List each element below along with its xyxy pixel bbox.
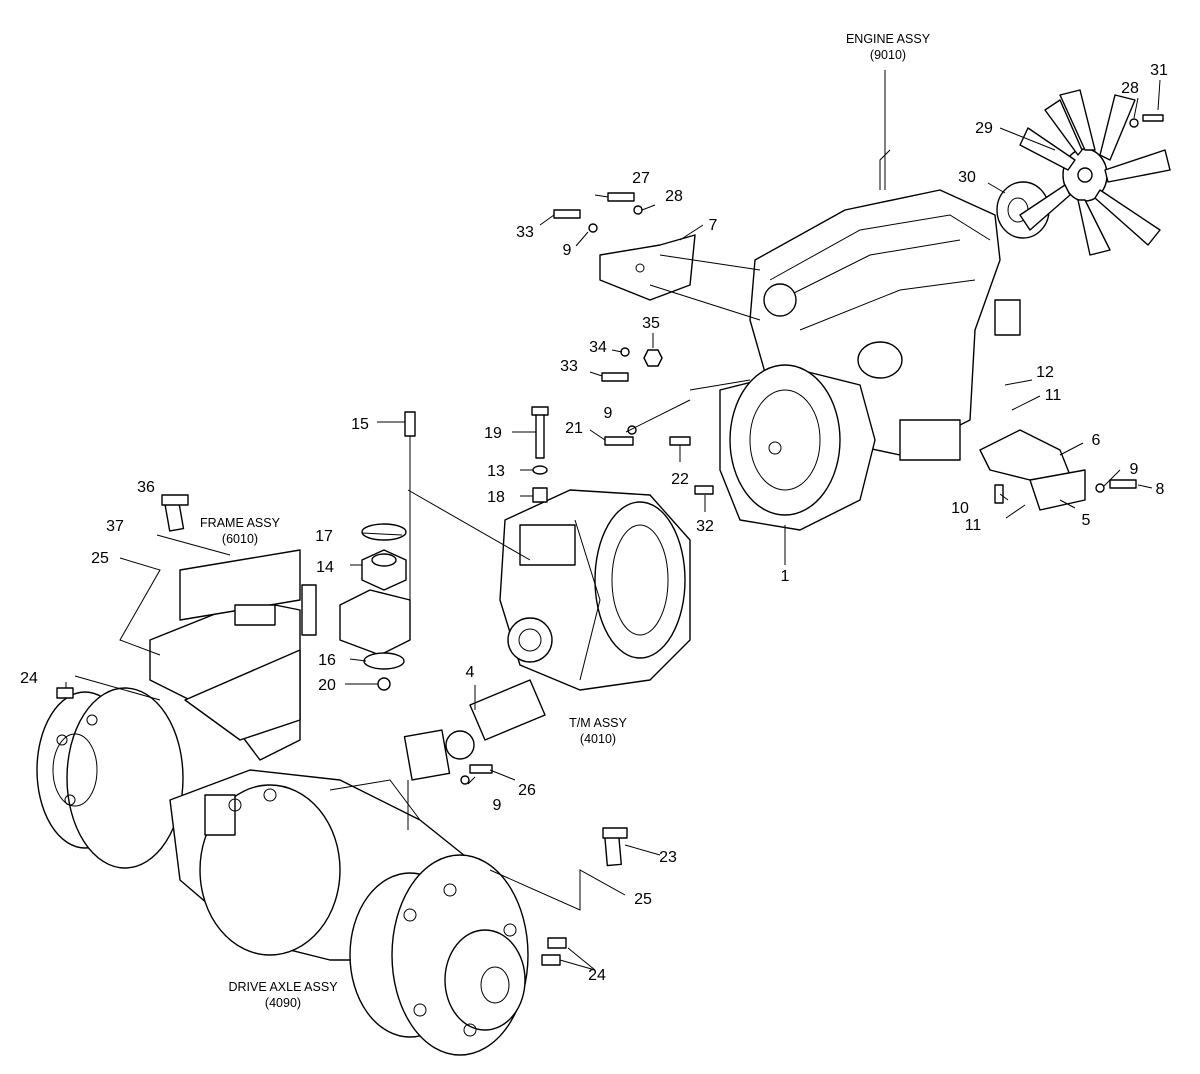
- callout: 14: [316, 559, 334, 576]
- callout: 27: [632, 170, 650, 187]
- callout: 35: [642, 315, 660, 332]
- callout: 31: [1150, 62, 1168, 79]
- callout: 20: [318, 677, 336, 694]
- callout: 5: [1082, 512, 1091, 529]
- fasteners: [56, 114, 1164, 966]
- callout: 18: [487, 489, 505, 506]
- callout: 9: [493, 797, 502, 814]
- callout: 15: [351, 416, 369, 433]
- transmission-assy-label: T/M ASSY: [569, 716, 627, 730]
- callout: 7: [709, 217, 718, 234]
- callout: 25: [91, 550, 109, 567]
- callout: 21: [565, 420, 583, 437]
- callout: 28: [665, 188, 683, 205]
- callout: 9: [563, 242, 572, 259]
- callout: 19: [484, 425, 502, 442]
- callout: 9: [604, 405, 613, 422]
- callout: 33: [560, 358, 578, 375]
- transmission-assembly: [499, 489, 691, 691]
- engine-right-mount: [979, 429, 1086, 511]
- transmission-assy-code: (4010): [580, 732, 616, 746]
- callout: 11: [965, 517, 982, 534]
- engine-assy-code: (9010): [870, 48, 906, 62]
- callout: 29: [975, 120, 993, 137]
- engine-assy-label: ENGINE ASSY: [846, 32, 931, 46]
- callout: 30: [958, 169, 976, 186]
- drive-axle-assy-code: (4090): [265, 996, 301, 1010]
- callout: 22: [671, 471, 689, 488]
- callout: 24: [588, 967, 606, 984]
- callout: 6: [1092, 432, 1101, 449]
- callout: 37: [106, 518, 124, 535]
- frame-assy-code: (6010): [222, 532, 258, 546]
- assembly-labels: ENGINE ASSY (9010) FRAME ASSY (6010) T/M…: [200, 32, 931, 1010]
- callout: 34: [589, 339, 607, 356]
- callout: 28: [1121, 80, 1139, 97]
- callout: 8: [1156, 481, 1165, 498]
- callout: 13: [487, 463, 505, 480]
- callout: 16: [318, 652, 336, 669]
- callout: 36: [137, 479, 155, 496]
- callout: 11: [1045, 387, 1062, 404]
- part-callouts: 1 4 5 6 7 8 9 9 9 9 10 11 11 12 13 14 15…: [20, 62, 1168, 984]
- drive-axle-assy-label: DRIVE AXLE ASSY: [228, 980, 338, 994]
- callout: 25: [634, 891, 652, 908]
- frame-assy-label: FRAME ASSY: [200, 516, 281, 530]
- callout: 9: [1130, 461, 1139, 478]
- callout: 24: [20, 670, 38, 687]
- frame-bracket: [149, 549, 317, 761]
- callout: 4: [466, 664, 475, 681]
- callout: 32: [696, 518, 714, 535]
- callout: 26: [518, 782, 536, 799]
- callout: 1: [781, 568, 790, 585]
- callout: 33: [516, 224, 534, 241]
- callout: 12: [1036, 364, 1054, 381]
- callout: 17: [315, 528, 333, 545]
- transmission-mount: [339, 430, 411, 691]
- propeller-shaft: [403, 679, 546, 781]
- callout: 23: [659, 849, 677, 866]
- engine-assembly: [599, 149, 1021, 531]
- leader-lines: [65, 70, 1161, 971]
- drive-axle-assembly: [36, 687, 529, 1056]
- cooling-fan: [996, 89, 1171, 256]
- callout: 10: [951, 500, 969, 517]
